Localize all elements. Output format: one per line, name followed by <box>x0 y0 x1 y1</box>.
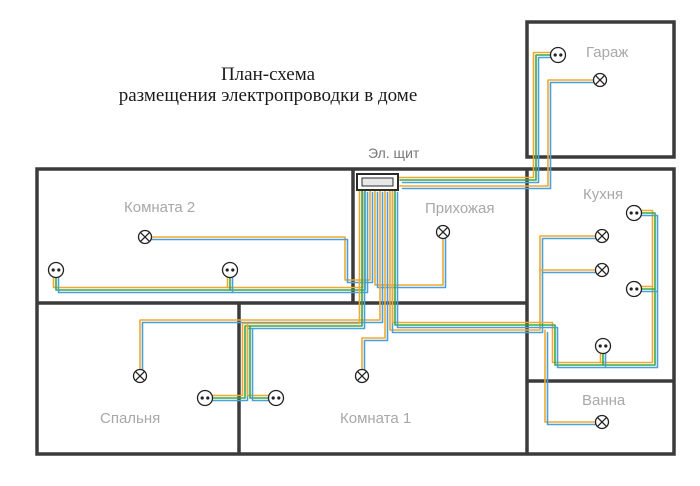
socket-icon <box>625 280 643 298</box>
wire-bedroom-lamp-neutral <box>141 191 384 380</box>
socket-icon <box>594 337 612 355</box>
wire-garage-socket-neutral <box>401 56 562 184</box>
wire-room2-lamp-phase <box>144 189 371 281</box>
lamp-icon <box>137 229 153 245</box>
lamp-icon <box>594 228 610 244</box>
garage-outline <box>525 20 676 159</box>
wire-room1-lamp-neutral <box>363 191 389 380</box>
devices <box>47 46 643 430</box>
lamp-icon <box>435 224 451 240</box>
wire-kitchen-lamp-phase <box>389 189 603 331</box>
wire-bath-lamp-neutral <box>546 331 606 426</box>
wire-garage-lamp-neutral <box>401 81 604 190</box>
wire-bedroom-socket-ground <box>204 189 363 399</box>
wire-room1-socket-phase <box>246 322 275 397</box>
wire-bath-lamp-phase <box>544 329 603 423</box>
socket-icon <box>625 204 643 222</box>
lamp-icon <box>594 414 610 430</box>
socket-icon <box>196 389 214 407</box>
wire-hallway-lamp-phase <box>374 189 444 286</box>
wire-bedroom-socket-phase <box>201 186 361 397</box>
wire-kitchen-socket-top-ground <box>394 189 656 366</box>
room-label-kitchen: Кухня <box>583 186 623 203</box>
wire-room2-lamp-neutral <box>146 191 374 284</box>
room-label-room1: Комната 1 <box>340 410 411 427</box>
wire-bedroom-socket-neutral <box>206 191 366 402</box>
wire-room2-socket-left-neutral <box>57 191 369 294</box>
room-label-bath: Ванна <box>582 392 626 409</box>
socket-icon <box>549 46 567 64</box>
title-line-1: План-схема <box>221 64 316 85</box>
lamp-icon <box>132 368 148 384</box>
lamp-icon <box>592 72 608 88</box>
wiring <box>52 51 659 426</box>
wire-garage-socket-ground <box>399 54 559 181</box>
title-line-2: размещения электропроводки в доме <box>119 85 418 106</box>
wire-bedroom-lamp-phase <box>139 189 381 377</box>
room-label-hallway: Прихожая <box>425 200 495 217</box>
house-outline <box>35 167 676 456</box>
electrical-panel-icon <box>356 173 399 191</box>
wire-kitchen-socket-top-phase <box>391 186 654 364</box>
socket-icon <box>267 389 285 407</box>
room-label-garage: Гараж <box>586 44 628 61</box>
wire-garage-lamp-phase <box>399 79 601 187</box>
panel-label: Эл. щит <box>368 145 420 161</box>
wire-room1-lamp-phase <box>361 189 386 377</box>
lamp-icon <box>354 368 370 384</box>
wire-room1-socket-neutral <box>251 327 280 402</box>
wire-room1-socket-ground <box>249 325 277 399</box>
lamp-icon <box>594 262 610 278</box>
wire-hallway-lamp-neutral <box>376 191 447 289</box>
wire-kitchen-socket-top-neutral <box>396 191 659 369</box>
socket-icon <box>221 261 239 279</box>
wire-garage-socket-phase <box>396 51 557 179</box>
socket-icon <box>47 261 65 279</box>
room-label-room2: Комната 2 <box>124 199 195 216</box>
room-label-bedroom: Спальня <box>100 410 160 427</box>
